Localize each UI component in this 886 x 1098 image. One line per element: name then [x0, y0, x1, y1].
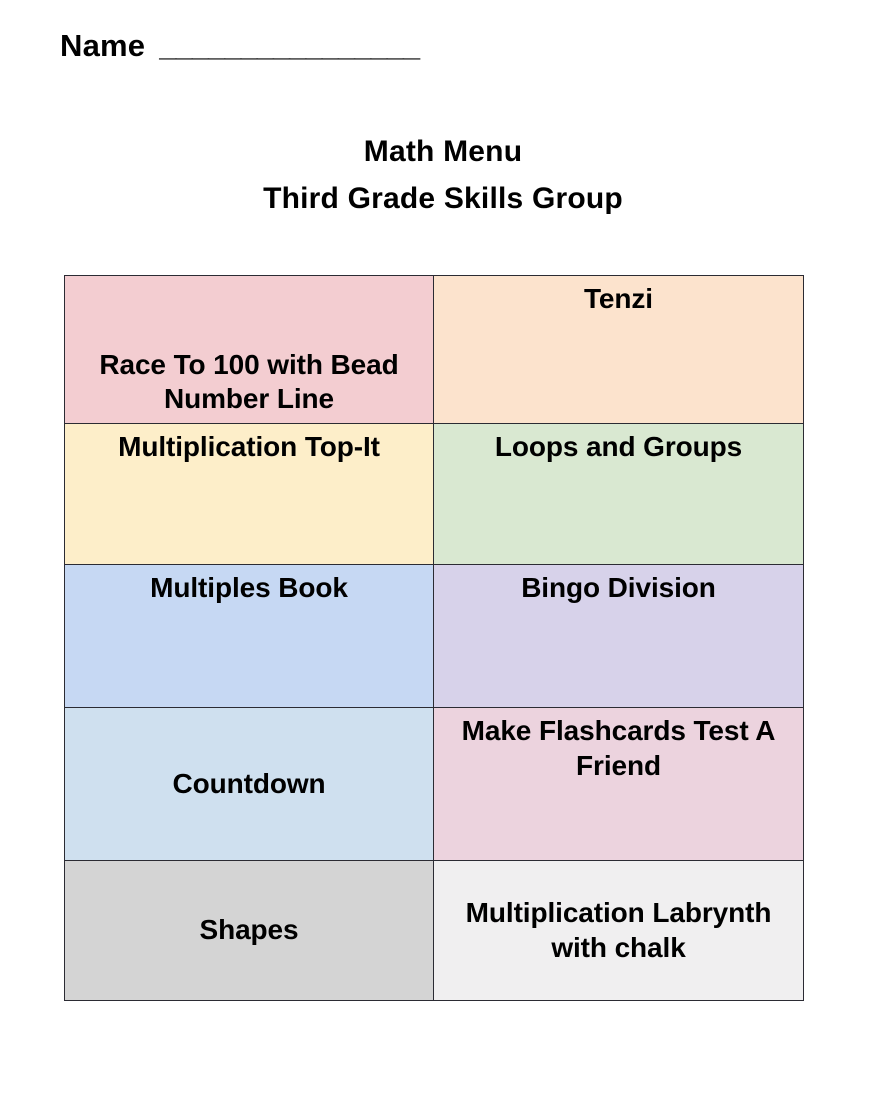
title-line-2: Third Grade Skills Group — [263, 182, 623, 216]
menu-table-body: Race To 100 with Bead Number Line Tenzi … — [64, 275, 804, 1001]
menu-cell-label: Multiples Book — [150, 572, 348, 603]
table-row: Multiplication Top-It Loops and Groups — [64, 423, 804, 565]
menu-cell-multiples-book[interactable]: Multiples Book — [64, 564, 434, 708]
name-field-row: Name ________________ — [60, 28, 420, 64]
menu-cell-shapes[interactable]: Shapes — [64, 860, 434, 1001]
menu-cell-race-to-100[interactable]: Race To 100 with Bead Number Line — [64, 275, 434, 424]
menu-cell-label: Race To 100 with Bead Number Line — [99, 348, 399, 415]
menu-cell-label: Tenzi — [584, 283, 653, 314]
menu-cell-label: Loops and Groups — [494, 431, 743, 462]
table-row: Shapes Multiplication Labrynth with chal… — [64, 860, 804, 1001]
menu-cell-tenzi[interactable]: Tenzi — [433, 275, 804, 424]
table-row: Multiples Book Bingo Division — [64, 564, 804, 708]
table-row: Race To 100 with Bead Number Line Tenzi — [64, 275, 804, 424]
menu-cell-label: Make Flashcards Test A Friend — [461, 715, 776, 781]
menu-cell-loops-and-groups[interactable]: Loops and Groups — [433, 423, 804, 565]
menu-cell-make-flashcards[interactable]: Make Flashcards Test A Friend — [433, 707, 804, 861]
name-label: Name — [60, 28, 146, 63]
menu-cell-multiplication-labrynth[interactable]: Multiplication Labrynth with chalk — [433, 860, 804, 1001]
menu-cell-label: Shapes — [199, 914, 299, 946]
table-row: Countdown Make Flashcards Test A Friend — [64, 707, 804, 861]
menu-cell-label: Multiplication Top-It — [118, 431, 380, 462]
menu-cell-label: Bingo Division — [521, 572, 716, 603]
page-title: Math Menu Third Grade Skills Group — [0, 128, 886, 223]
menu-cell-multiplication-top-it[interactable]: Multiplication Top-It — [64, 423, 434, 565]
name-blank-line[interactable]: ________________ — [159, 28, 420, 63]
menu-cell-bingo-division[interactable]: Bingo Division — [433, 564, 804, 708]
title-line-1: Math Menu — [363, 135, 523, 168]
menu-cell-countdown[interactable]: Countdown — [64, 707, 434, 861]
menu-cell-label: Countdown — [172, 767, 326, 799]
math-menu-table: Race To 100 with Bead Number Line Tenzi … — [64, 275, 804, 1001]
menu-cell-label: Multiplication Labrynth with chalk — [465, 896, 772, 963]
